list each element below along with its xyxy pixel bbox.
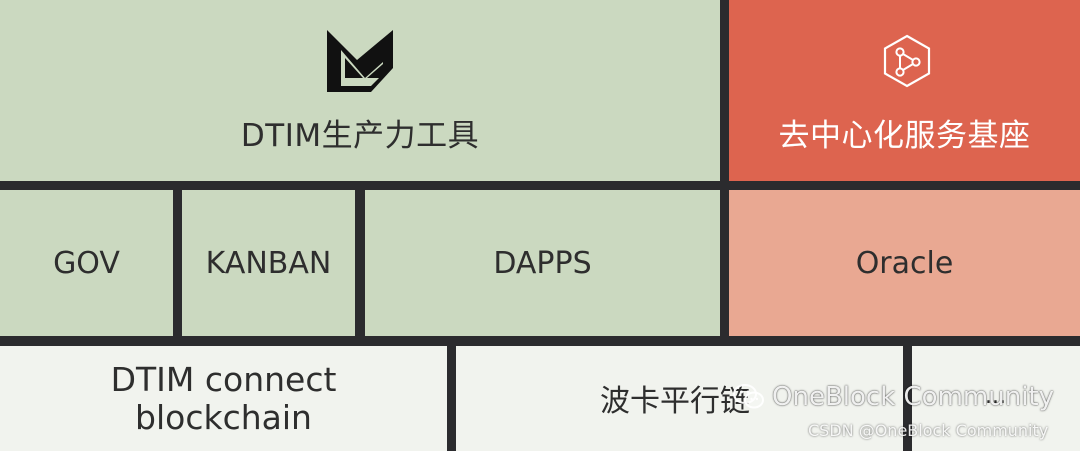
dapps-label: DAPPS (493, 245, 592, 281)
gov-label: GOV (53, 245, 120, 281)
more-block (912, 346, 1080, 451)
dtim-tools-title: DTIM生产力工具 (240, 118, 480, 154)
watermark-main-text: OneBlock Community (772, 382, 1055, 412)
dtim-connect-label-line2: blockchain (135, 397, 312, 437)
polkadot-parachain-label: 波卡平行链 (600, 384, 750, 419)
decentralized-base-title: 去中心化服务基座 (778, 118, 1031, 154)
more-ellipsis-label: ... (985, 384, 1006, 409)
dapps-block: DAPPS (365, 190, 720, 336)
oracle-block: Oracle (729, 190, 1080, 336)
polkadot-parachain-block: 波卡平行链 (456, 346, 903, 451)
wechat-icon (733, 384, 764, 409)
kanban-block: KANBAN (182, 190, 355, 336)
dtim-logo-icon (327, 30, 393, 92)
decentralized-base-block (729, 0, 1080, 181)
watermark-main: OneBlock Community (732, 382, 1054, 412)
hexagon-network-icon (883, 34, 931, 88)
dtim-connect-label-line1: DTIM connect (110, 359, 337, 399)
gov-block: GOV (0, 190, 173, 336)
oracle-label: Oracle (855, 245, 954, 281)
watermark-sub-text: CSDN @OneBlock Community (808, 421, 1049, 440)
kanban-label: KANBAN (205, 245, 332, 281)
dtim-connect-block: DTIM connect blockchain (0, 346, 447, 451)
